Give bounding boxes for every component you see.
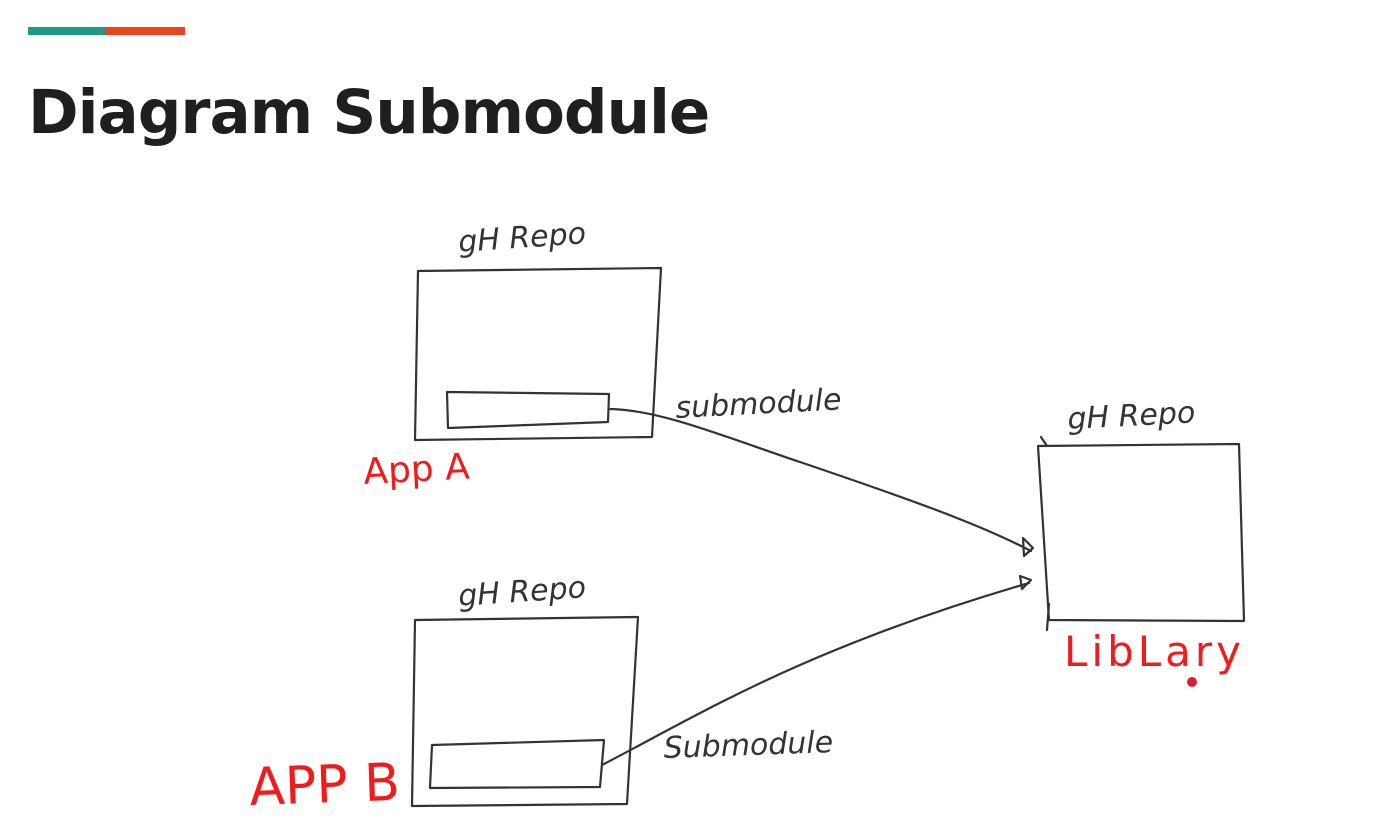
repo-app-b-submodule-slot: [428, 738, 606, 790]
link-app-a-to-library: submodule: [608, 382, 1035, 558]
accent-bar-orange: [106, 27, 185, 35]
repo-app-b: gH Repo APP B: [248, 570, 640, 818]
link-app-b-to-library: Submodule: [600, 574, 1033, 767]
repo-app-b-name: APP B: [248, 753, 401, 818]
link-app-b-label: Submodule: [663, 725, 834, 766]
repo-library-caption: gH Repo: [1067, 395, 1197, 437]
link-app-a-arrowhead: [1021, 536, 1035, 558]
repo-app-b-box: [410, 615, 640, 808]
repo-library-box-corner: [1039, 435, 1051, 632]
repo-app-a-submodule-slot: [445, 390, 611, 430]
link-app-b-arrow-line: [600, 581, 1031, 767]
repo-library: gH Repo LibLary: [1036, 395, 1246, 687]
link-app-a-arrow-line: [608, 407, 1033, 553]
page-title: Diagram Submodule: [28, 77, 710, 148]
repo-app-a-box: [413, 266, 663, 442]
repo-app-a: gH Repo App A: [362, 216, 663, 493]
accent-bar-teal: [28, 27, 106, 35]
repo-library-box: [1036, 442, 1246, 623]
repo-app-a-caption: gH Repo: [457, 216, 587, 260]
repo-library-name: LibLary: [1064, 627, 1245, 676]
repo-app-a-name: App A: [362, 446, 471, 493]
pen-cursor-dot: [1187, 677, 1197, 687]
link-app-b-arrowhead: [1018, 574, 1033, 591]
repo-app-b-caption: gH Repo: [457, 570, 587, 614]
accent-bar: [28, 27, 185, 35]
link-app-a-label: submodule: [675, 382, 843, 426]
